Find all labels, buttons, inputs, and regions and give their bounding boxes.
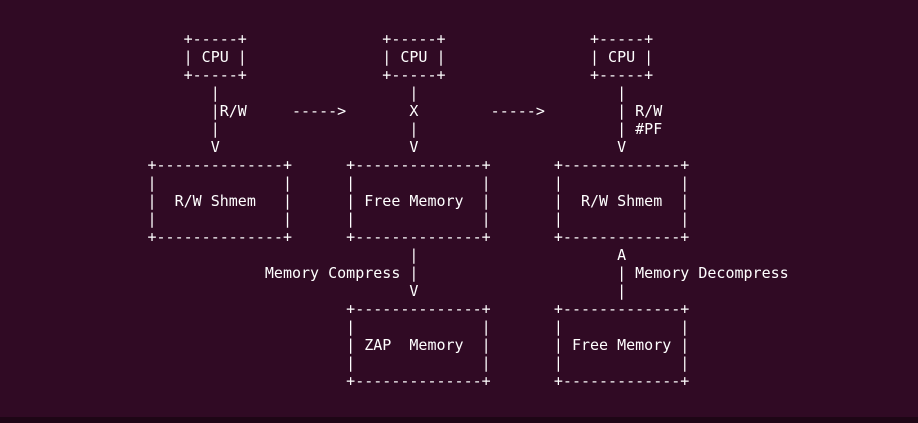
terminal-bottom-edge bbox=[0, 417, 918, 423]
ascii-flow-diagram: +-----+ +-----+ +-----+ | CPU | | CPU | … bbox=[147, 30, 789, 390]
